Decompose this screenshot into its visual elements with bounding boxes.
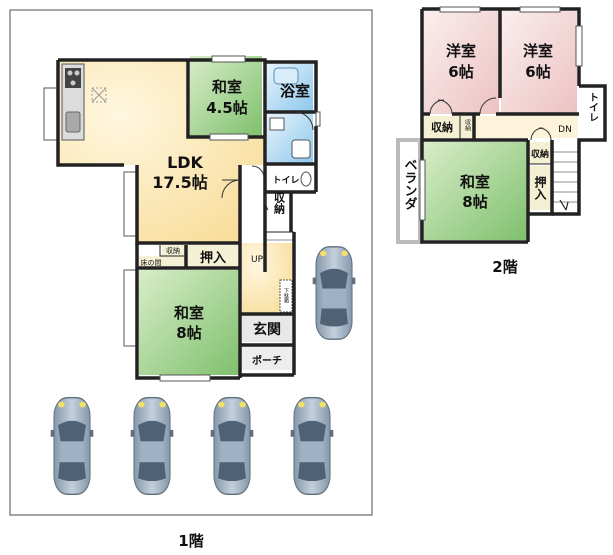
youshitsu-2-name: 洋室: [523, 42, 553, 60]
youshitsu-2-size: 6帖: [525, 63, 550, 81]
ldk-floor: [58, 60, 265, 243]
veranda-name: ベランダ: [402, 158, 418, 210]
storage-2f-2-floor: [460, 116, 474, 138]
closet-2f-floor: [529, 166, 551, 210]
washitsu-8-2f-size: 8帖: [462, 193, 487, 211]
washbasin-icon: [269, 117, 285, 131]
closet-2f-name: 押入: [533, 175, 547, 201]
floor2-label: 2階: [492, 258, 517, 276]
car-icon: [209, 397, 255, 495]
tokonoma-floor: [139, 256, 186, 267]
toilet-2f-floor: [581, 86, 603, 138]
storage-small-floor: [162, 245, 186, 256]
storage-2f-2-name: 収納: [464, 119, 471, 132]
toilet-icon: [300, 171, 312, 187]
washitsu-8-2f-name: 和室: [460, 173, 490, 191]
car-icon: [49, 397, 95, 495]
toilet-2f-name: トイレ: [587, 92, 599, 122]
storage-1f-floor: [267, 190, 291, 232]
storage-2f-3-floor: [529, 142, 551, 164]
youshitsu-1-floor: [424, 11, 499, 114]
car-icon: [312, 246, 356, 340]
washitsu-8-2f-floor: [424, 142, 527, 240]
storage-2f-1-floor: [424, 116, 460, 138]
sink-icon: [65, 111, 81, 133]
bathtub-icon: [273, 67, 299, 85]
youshitsu-1-size: 6帖: [448, 63, 473, 81]
floor1-label: 1階: [178, 532, 203, 550]
washitsu-8-1f-name: 和室: [174, 304, 204, 322]
stairs-dn-label: DN: [558, 125, 572, 135]
porch-floor: [240, 346, 294, 370]
storage-2f-3-name: 収納: [531, 148, 549, 160]
storage-1f-name: 収納: [273, 192, 286, 215]
washitsu-4-5-name: 和室: [212, 78, 242, 96]
storage-small-name: 収納: [166, 246, 180, 255]
fridge-marker: [91, 87, 107, 103]
porch-name: ポーチ: [252, 354, 282, 367]
youshitsu-2-floor: [501, 11, 577, 114]
genkan-name: 玄関: [253, 321, 281, 338]
tokonoma-name: 床の間: [141, 258, 162, 267]
shoe-cabinet: [279, 279, 293, 313]
closet-1f-floor: [188, 245, 238, 267]
storage-2f-1-name: 収納: [431, 120, 453, 134]
genkan-floor: [242, 314, 292, 342]
closet-1f-name: 押入: [200, 250, 226, 266]
washitsu-4-5-floor: [190, 56, 262, 136]
youshitsu-1-name: 洋室: [446, 42, 476, 60]
washing-machine-icon: [291, 139, 311, 159]
toilet-1f-name: トイレ: [272, 175, 299, 186]
washitsu-4-5-size: 4.5帖: [206, 99, 248, 117]
washitsu-8-1f-floor: [139, 270, 239, 375]
washitsu-8-1f-size: 8帖: [176, 324, 201, 342]
ldk-name: LDK: [167, 153, 203, 172]
shoebox-label: 下駄箱: [283, 288, 289, 304]
stairs-2f: [553, 142, 578, 212]
stairs-up-label: UP: [251, 255, 264, 265]
bath-name: 浴室: [280, 82, 310, 100]
ldk-size: 17.5帖: [152, 173, 207, 192]
hall-2f-floor: [474, 116, 578, 138]
car-icon: [129, 397, 175, 495]
car-icon: [289, 397, 335, 495]
